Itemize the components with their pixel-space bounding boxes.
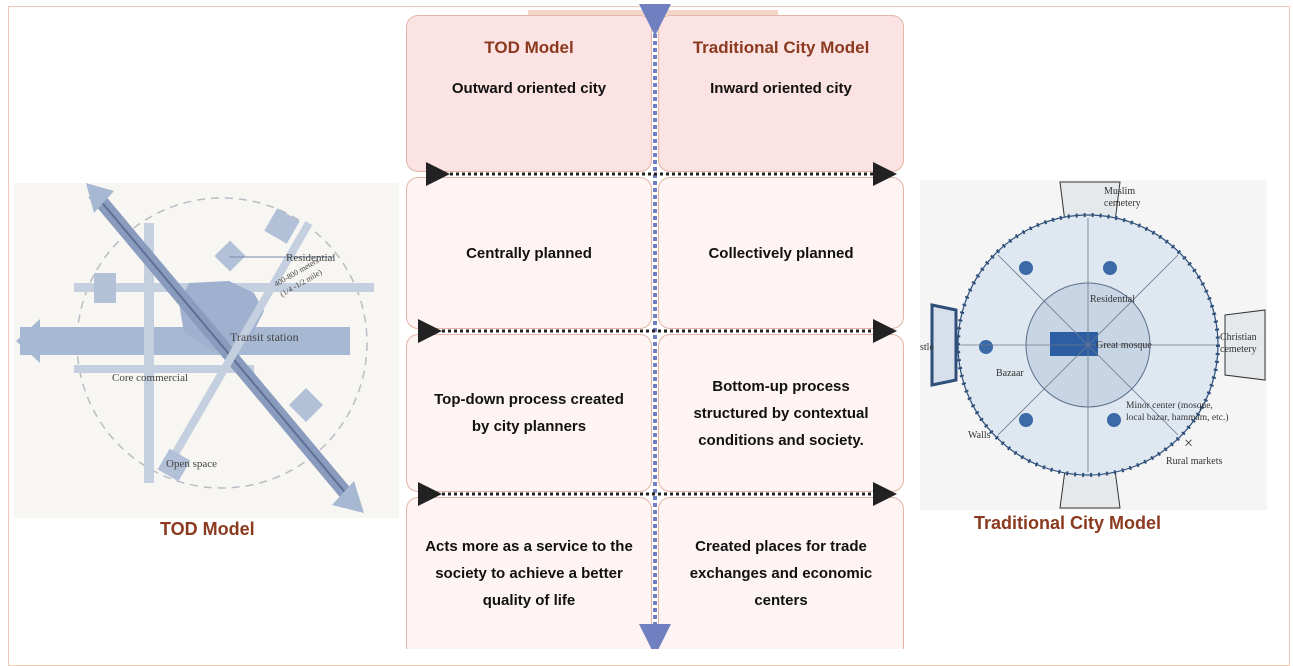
trad-label-muslim-2: cemetery: [1104, 198, 1141, 209]
trad-label-great-mosque: Great mosque: [1096, 340, 1152, 351]
trad-label-walls: Walls: [968, 430, 991, 441]
row1-left-cell: TOD Model Outward oriented city: [406, 15, 652, 172]
tod-label-residential: Residential: [286, 252, 336, 264]
row3-right-cell: Bottom-up process structured by contextu…: [658, 334, 904, 492]
tod-diagram-svg: Residential 400-800 meters (1/4 -1/2 mil…: [14, 183, 399, 518]
tod-label-core: Core commercial: [112, 372, 188, 384]
rural-market-cross-icon: ×: [1184, 435, 1193, 452]
trad-label-muslim-1: Muslim: [1104, 186, 1135, 197]
row4-left-text: Acts more as a service to the society to…: [425, 538, 633, 609]
row4-right-text: Created places for trade exchanges and e…: [689, 538, 873, 609]
column-title-traditional: Traditional City Model: [692, 38, 870, 57]
trad-label-christian-2: cemetery: [1220, 344, 1257, 355]
tod-caption: TOD Model: [160, 519, 255, 539]
row4-right-cell: Created places for trade exchanges and e…: [658, 497, 904, 649]
row2-right-cell: Collectively planned: [658, 177, 904, 329]
row3-left-text: Top-down process created by city planner…: [434, 391, 624, 435]
row1-right-text: Inward oriented city: [710, 80, 852, 97]
tod-model-figure: Residential 400-800 meters (1/4 -1/2 mil…: [14, 183, 399, 518]
traditional-city-figure: Muslim cemetery Christian cemetery Resid…: [920, 180, 1267, 510]
row2-left-text: Centrally planned: [466, 244, 592, 262]
row2-left-cell: Centrally planned: [406, 177, 652, 329]
trad-label-residential: Residential: [1090, 294, 1135, 305]
row3-right-text: Bottom-up process structured by contextu…: [693, 377, 869, 449]
trad-label-christian-1: Christian: [1220, 332, 1257, 343]
trad-label-minor-2: local bazar, hammam, etc.): [1126, 412, 1228, 423]
traditional-diagram-svg: Muslim cemetery Christian cemetery Resid…: [920, 180, 1267, 510]
trad-label-bazaar: Bazaar: [996, 368, 1024, 379]
trad-label-minor-1: Minor center (mosque,: [1126, 400, 1213, 411]
row3-left-cell: Top-down process created by city planner…: [406, 334, 652, 492]
trad-label-rural: Rural markets: [1166, 456, 1222, 467]
row1-right-cell: Traditional City Model Inward oriented c…: [658, 15, 904, 172]
trad-label-castle: stle: [920, 342, 934, 353]
row1-left-text: Outward oriented city: [451, 80, 607, 97]
tod-label-open: Open space: [166, 458, 217, 470]
tod-label-transit: Transit station: [230, 330, 299, 344]
row4-left-cell: Acts more as a service to the society to…: [406, 497, 652, 649]
column-title-tod: TOD Model: [484, 38, 574, 57]
row2-right-text: Collectively planned: [708, 244, 854, 262]
traditional-caption: Traditional City Model: [974, 513, 1162, 533]
